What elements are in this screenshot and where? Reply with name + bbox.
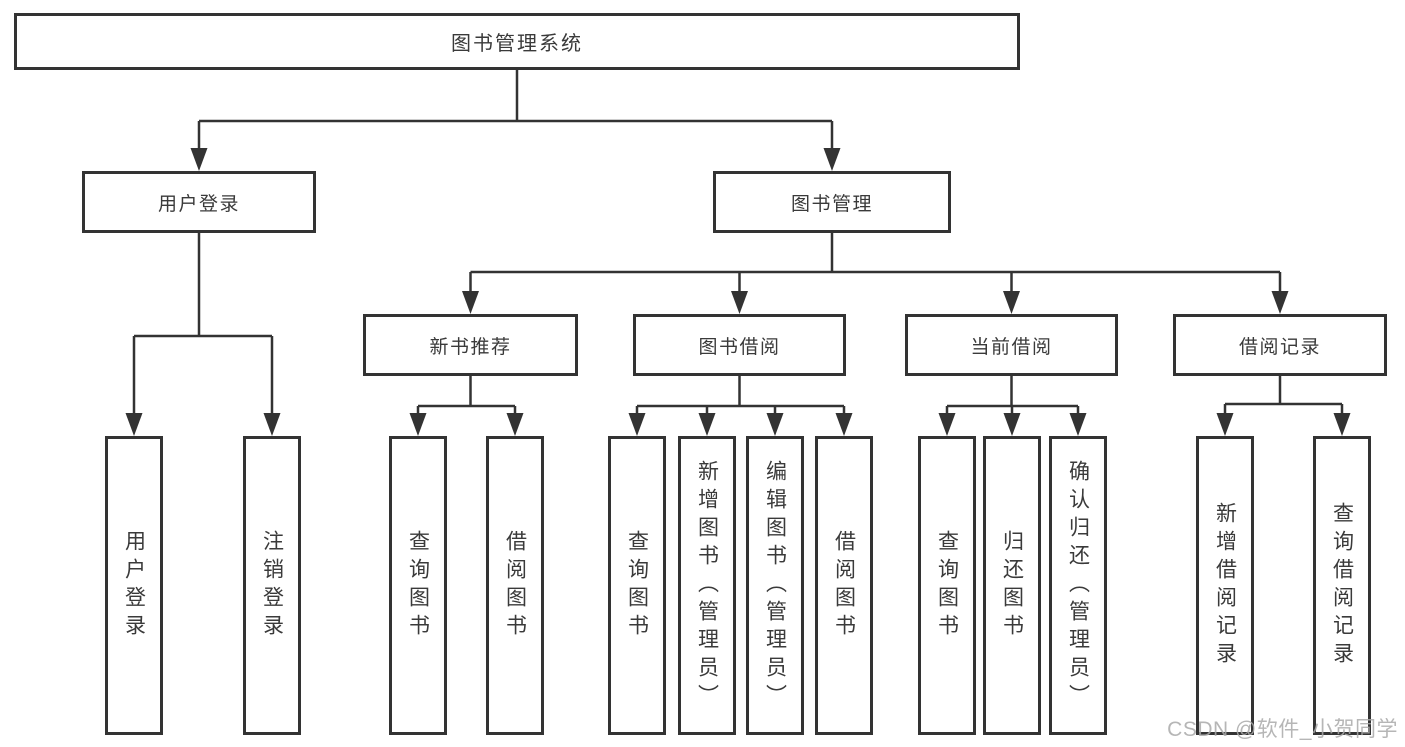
leaf-return-books-label: 归还图书 — [1000, 529, 1024, 642]
leaf-borrow-books-label: 借阅图书 — [832, 529, 856, 642]
leaf-query-books-recommend: 查询图书 — [389, 436, 447, 735]
leaf-add-books-admin-label: 新增图书（管理员） — [695, 459, 719, 712]
leaf-edit-books-admin-label: 编辑图书（管理员） — [763, 459, 787, 712]
leaf-query-books-current-label: 查询图书 — [935, 529, 959, 642]
leaf-add-borrow-record-label: 新增借阅记录 — [1213, 501, 1237, 670]
node-current-borrow: 当前借阅 — [905, 314, 1118, 376]
leaf-borrow-books-recommend: 借阅图书 — [486, 436, 544, 735]
node-book-borrow-label: 图书借阅 — [698, 336, 781, 358]
leaf-confirm-return-admin: 确认归还（管理员） — [1049, 436, 1107, 735]
leaf-query-books-recommend-label: 查询图书 — [406, 529, 430, 642]
node-borrow-records-label: 借阅记录 — [1238, 336, 1321, 358]
leaf-query-borrow-record: 查询借阅记录 — [1313, 436, 1371, 735]
leaf-edit-books-admin: 编辑图书（管理员） — [746, 436, 804, 735]
node-current-borrow-label: 当前借阅 — [970, 336, 1053, 358]
leaf-query-books-borrow: 查询图书 — [608, 436, 666, 735]
leaf-query-books-current: 查询图书 — [918, 436, 976, 735]
leaf-add-books-admin: 新增图书（管理员） — [678, 436, 736, 735]
leaf-return-books: 归还图书 — [983, 436, 1041, 735]
leaf-logout: 注销登录 — [243, 436, 301, 735]
node-new-book-recommend: 新书推荐 — [363, 314, 578, 376]
leaf-add-borrow-record: 新增借阅记录 — [1196, 436, 1254, 735]
leaf-user-login-label: 用户登录 — [122, 529, 146, 642]
node-book-management-label: 图书管理 — [790, 193, 873, 215]
node-user-login: 用户登录 — [82, 171, 316, 233]
node-book-management: 图书管理 — [713, 171, 951, 233]
csdn-watermark: CSDN @软件_小贺同学 — [1167, 718, 1398, 741]
leaf-borrow-books: 借阅图书 — [815, 436, 873, 735]
node-root-label: 图书管理系统 — [451, 33, 583, 55]
leaf-query-borrow-record-label: 查询借阅记录 — [1330, 501, 1354, 670]
node-new-book-recommend-label: 新书推荐 — [429, 336, 512, 358]
leaf-query-books-borrow-label: 查询图书 — [625, 529, 649, 642]
leaf-logout-label: 注销登录 — [260, 529, 284, 642]
leaf-user-login: 用户登录 — [105, 436, 163, 735]
leaf-confirm-return-admin-label: 确认归还（管理员） — [1066, 459, 1090, 712]
node-user-login-label: 用户登录 — [157, 193, 240, 215]
node-borrow-records: 借阅记录 — [1173, 314, 1387, 376]
leaf-borrow-books-recommend-label: 借阅图书 — [503, 529, 527, 642]
node-root: 图书管理系统 — [14, 13, 1020, 70]
node-book-borrow: 图书借阅 — [633, 314, 846, 376]
